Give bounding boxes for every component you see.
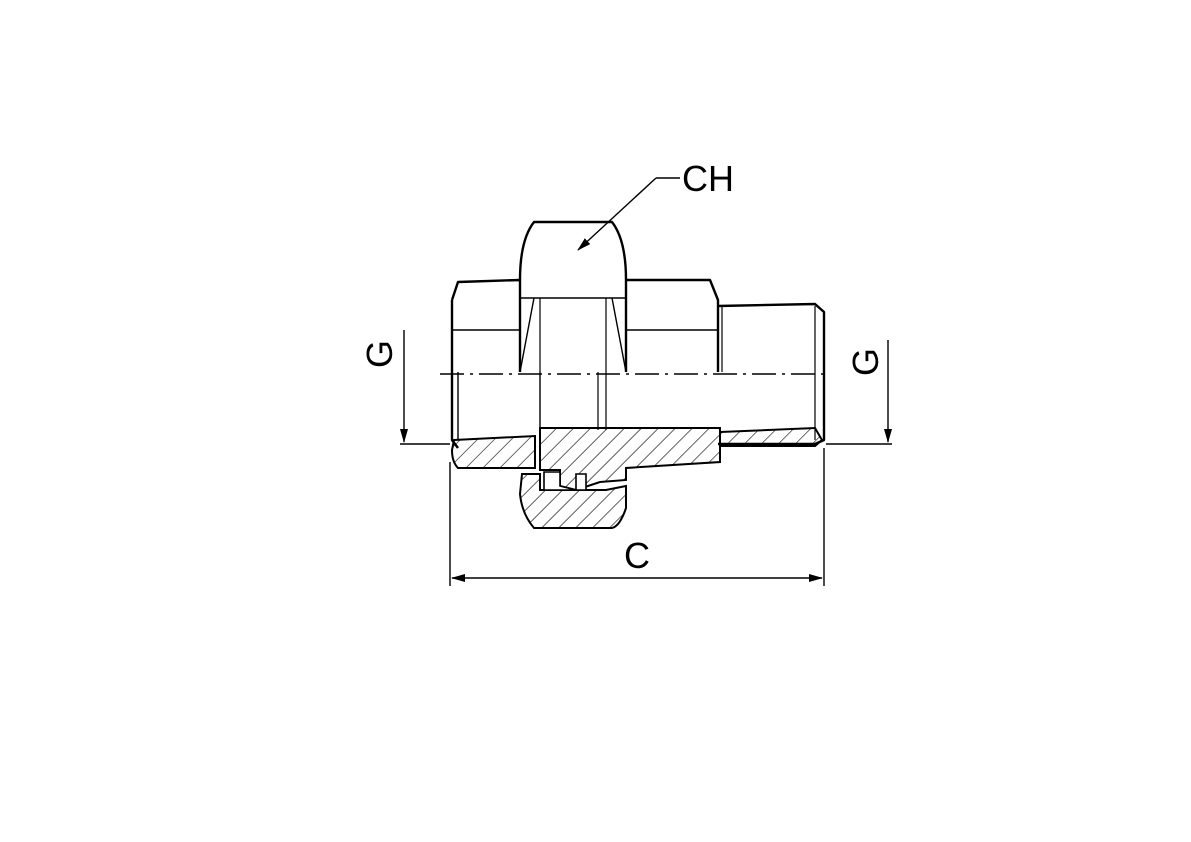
section-hatching [450,426,824,529]
leader-label-ch: CH [682,158,734,199]
leader-ch [577,177,680,251]
dimension-label-g-left: G [359,340,400,368]
dimension-g-right [826,340,892,445]
dimension-g-left [400,330,450,445]
dimension-label-g-right: G [845,348,886,376]
dimension-label-c: C [624,535,650,576]
dimension-c [449,448,825,586]
fitting-outline [450,220,826,449]
